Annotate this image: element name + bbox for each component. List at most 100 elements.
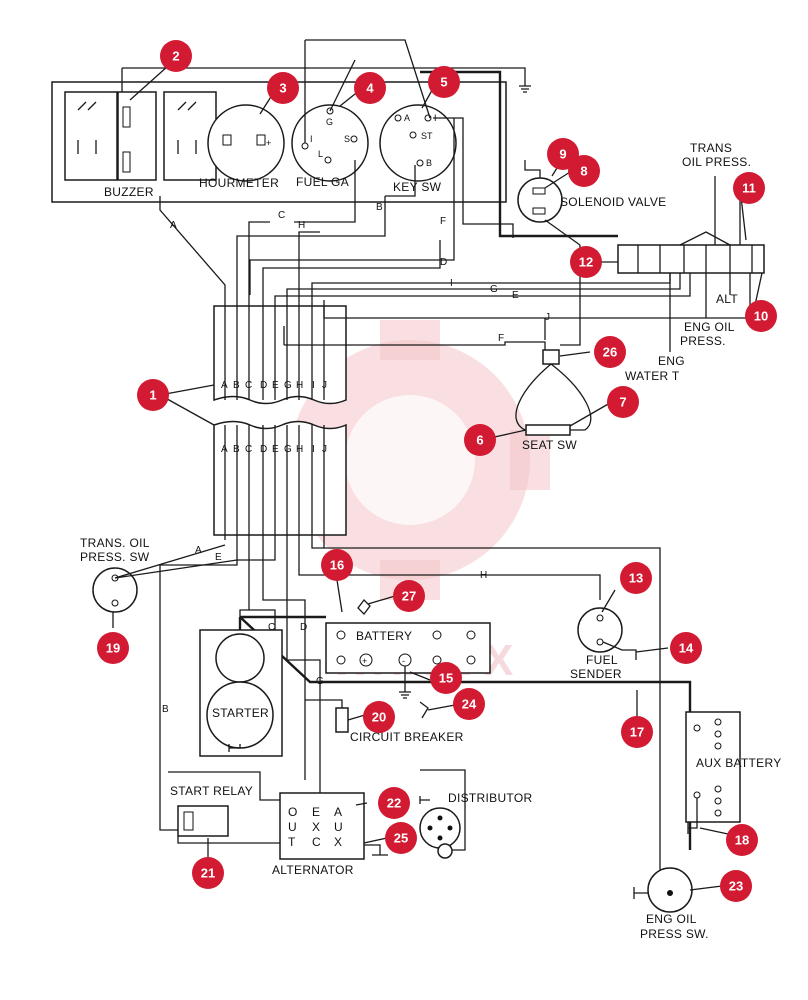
harness-upper: [213, 300, 347, 405]
aux-battery-group: AUX BATTERY: [685, 711, 781, 834]
harness-letter-g: G: [284, 444, 292, 455]
svg-text:18: 18: [735, 833, 749, 848]
fuel-gauge-l-terminal: L: [318, 149, 323, 159]
wire-label-f: F: [440, 216, 446, 227]
harness-letter-j: J: [322, 444, 327, 455]
trans-oil-press-sw-group: TRANS. OIL PRESS. SW A E: [80, 536, 276, 613]
fuel-gauge-g-terminal: G: [326, 117, 333, 127]
callout-22: 22: [378, 787, 410, 819]
svg-text:15: 15: [439, 671, 453, 686]
battery-group: + - BATTERY: [325, 599, 491, 719]
battery: [325, 622, 491, 674]
alternator-term-1: O: [288, 805, 298, 819]
alternator-term-3: A: [334, 805, 342, 819]
trans-oil-press-sw-label-2: PRESS. SW: [80, 550, 150, 564]
wire-label-g: G: [490, 284, 498, 295]
harness-letter-c: C: [245, 444, 252, 455]
callout-26: 26: [594, 336, 626, 368]
svg-text:19: 19: [106, 641, 120, 656]
callout-27: 27: [393, 580, 425, 612]
instrument-panel: BUZZER + HOURMETER G I S L FUEL GA A I S…: [51, 81, 507, 203]
solenoid-valve: [517, 177, 563, 223]
fuel-gauge-s-terminal: S: [344, 134, 350, 144]
buzzer: [117, 91, 157, 181]
callout-10: 10: [745, 300, 777, 332]
svg-text:12: 12: [579, 255, 593, 270]
callout-25: 25: [385, 822, 417, 854]
callout-2: 2: [160, 40, 192, 72]
fuel-sender-label-2: SENDER: [570, 667, 622, 681]
trans-oil-press-sw-label-1: TRANS. OIL: [80, 536, 150, 550]
buzzer-label: BUZZER: [104, 185, 154, 199]
fuel-sender: [577, 607, 623, 653]
svg-text:26: 26: [603, 345, 617, 360]
callout-4: 4: [354, 72, 386, 104]
wire-label-b2: B: [162, 704, 169, 715]
harness-letter-d: D: [260, 380, 267, 391]
alternator-group: O E A U X U T C X ALTERNATOR: [272, 792, 388, 877]
wire-label-b: B: [376, 202, 383, 213]
svg-text:17: 17: [630, 725, 644, 740]
svg-text:25: 25: [394, 831, 408, 846]
svg-text:8: 8: [580, 164, 587, 179]
hourmeter: [207, 104, 285, 182]
callout-20: 20: [363, 701, 395, 733]
callout-15: 15: [430, 662, 462, 694]
distributor-group: DISTRIBUTOR: [419, 769, 532, 859]
callout-21: 21: [192, 857, 224, 889]
harness-letter-a: A: [221, 444, 228, 455]
key-switch-st-terminal: ST: [421, 131, 433, 141]
callout-badges: 1 2 3 4 5 6 7 8 9 10 11 12 13 14 15 16 1…: [97, 40, 777, 902]
callout-13: 13: [620, 562, 652, 594]
eng-oil-press-sw-label-1: ENG OIL: [646, 912, 697, 926]
alternator-term-4: U: [288, 820, 297, 834]
distributor-coil: [437, 843, 453, 859]
battery-plus-terminal: +: [362, 656, 367, 666]
harness-letter-i: I: [312, 380, 315, 391]
battery-label: BATTERY: [356, 629, 412, 643]
wire-label-a3: A: [195, 545, 202, 556]
distributor-label: DISTRIBUTOR: [448, 791, 532, 805]
harness-letter-a: A: [221, 380, 228, 391]
wire-label-h2: H: [480, 570, 487, 581]
fuel-gauge-i-terminal: I: [310, 134, 313, 144]
svg-text:23: 23: [729, 879, 743, 894]
circuit-breaker: [335, 707, 349, 733]
wire-label-d: D: [440, 257, 447, 268]
svg-text:4: 4: [366, 81, 374, 96]
svg-text:3: 3: [279, 81, 286, 96]
trans-oil-press-label-1: TRANS: [690, 141, 732, 155]
alternator-label: ALTERNATOR: [272, 863, 354, 877]
key-switch: [379, 104, 457, 182]
wire-label-e2: E: [215, 552, 222, 563]
alt-label: ALT: [716, 292, 738, 306]
buzzer-left-plate: [64, 91, 118, 181]
svg-text:9: 9: [559, 147, 566, 162]
key-switch-label: KEY SW: [393, 180, 442, 194]
alternator-term-2: E: [312, 805, 320, 819]
key-switch-b-terminal: B: [426, 158, 432, 168]
wire-label-c: C: [278, 210, 285, 221]
svg-text:6: 6: [476, 433, 483, 448]
wire-label-a: A: [170, 220, 177, 231]
harness-letter-b: B: [233, 380, 240, 391]
eng-oil-press-sw-label-2: PRESS SW.: [640, 927, 709, 941]
start-relay: [177, 805, 229, 837]
svg-text:1: 1: [149, 388, 156, 403]
svg-text:22: 22: [387, 796, 401, 811]
fuel-sender-group: FUEL SENDER: [570, 607, 637, 681]
eng-oil-press-sw-group: ENG OIL PRESS SW.: [633, 867, 709, 941]
eng-water-t-label-1: ENG: [658, 354, 685, 368]
svg-text:7: 7: [619, 395, 626, 410]
alternator-term-7: T: [288, 835, 296, 849]
harness-letter-d: D: [260, 444, 267, 455]
starter-label: STARTER: [212, 706, 269, 720]
wire-label-c2: C: [268, 622, 275, 633]
fuel-gauge: [291, 104, 369, 182]
harness-lower-block: [213, 420, 347, 536]
harness-letter-g: G: [284, 380, 292, 391]
callout-17: 17: [621, 716, 653, 748]
svg-text:21: 21: [201, 866, 215, 881]
